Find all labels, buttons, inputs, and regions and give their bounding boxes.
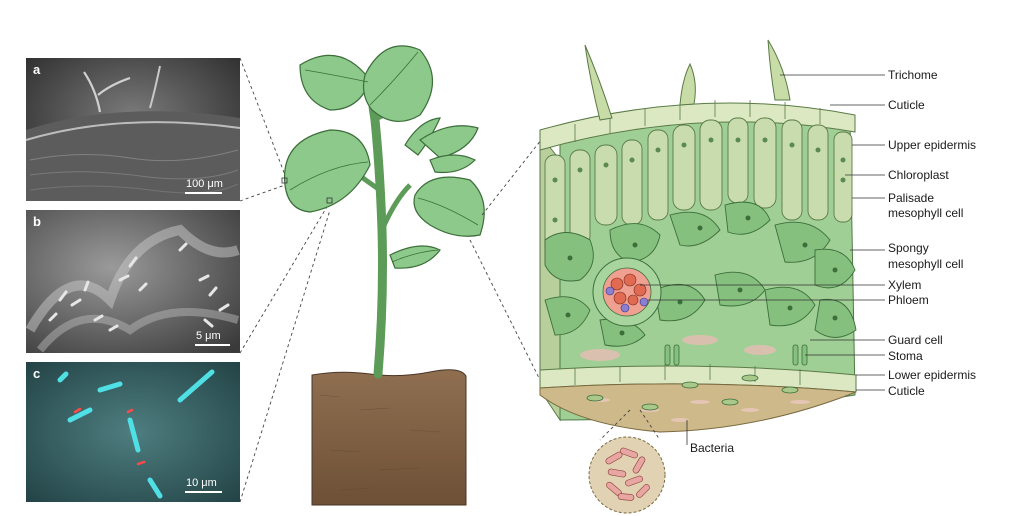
- palisade-layer: [544, 117, 853, 256]
- label-spongy-1: Spongy: [888, 241, 929, 255]
- guard-cells: [664, 344, 808, 366]
- panel-b: b 5 μm: [25, 210, 240, 353]
- label-guard-cell: Guard cell: [888, 333, 943, 347]
- label-cuticle-bottom: Cuticle: [888, 384, 925, 398]
- leaf-right-upper: [404, 117, 441, 156]
- panel-c-scale: 10 μm: [186, 477, 217, 489]
- bacteria-zoom: [588, 409, 666, 514]
- label-cuticle-top: Cuticle: [888, 98, 925, 112]
- leaf-lower: [389, 245, 441, 269]
- trichomes: [584, 39, 791, 121]
- panel-b-scale: 5 μm: [196, 330, 221, 342]
- leaf-top-left: [299, 54, 371, 111]
- panel-c-letter: c: [33, 366, 40, 381]
- vascular-bundle: [592, 257, 662, 327]
- upper-epidermis: [539, 102, 856, 151]
- panel-a: a 100 μm: [25, 58, 241, 201]
- leaf-right: [413, 176, 485, 237]
- leaf-side: [429, 154, 477, 174]
- panel-b-letter: b: [33, 214, 41, 229]
- label-upper-epidermis: Upper epidermis: [888, 138, 976, 152]
- panel-c: c 10 μm: [26, 362, 240, 502]
- panel-connectors: [239, 57, 331, 503]
- label-phloem: Phloem: [888, 293, 929, 307]
- plant: [281, 45, 485, 506]
- label-stoma: Stoma: [888, 349, 923, 363]
- label-spongy-2: mesophyll cell: [888, 257, 963, 271]
- label-palisade-1: Palisade: [888, 191, 934, 205]
- labels: Trichome Cuticle Upper epidermis Chlorop…: [640, 68, 976, 455]
- stomata-bottom: [586, 374, 799, 411]
- label-bacteria: Bacteria: [690, 441, 734, 455]
- label-trichome: Trichome: [888, 68, 938, 82]
- panel-a-scale: 100 μm: [186, 178, 223, 190]
- label-lower-epidermis: Lower epidermis: [888, 368, 976, 382]
- label-chloroplast: Chloroplast: [888, 168, 949, 182]
- leaf-top: [362, 45, 433, 122]
- section-connectors: [469, 134, 546, 391]
- soil-block: [311, 369, 467, 506]
- phloem-cells: [605, 286, 649, 313]
- panel-a-letter: a: [33, 62, 41, 77]
- label-xylem: Xylem: [888, 278, 921, 292]
- leaf-cross-section: [539, 39, 857, 433]
- leaf-right-small: [419, 125, 479, 159]
- label-palisade-2: mesophyll cell: [888, 206, 963, 220]
- lower-surface: [539, 383, 857, 433]
- xylem-cells: [610, 273, 647, 306]
